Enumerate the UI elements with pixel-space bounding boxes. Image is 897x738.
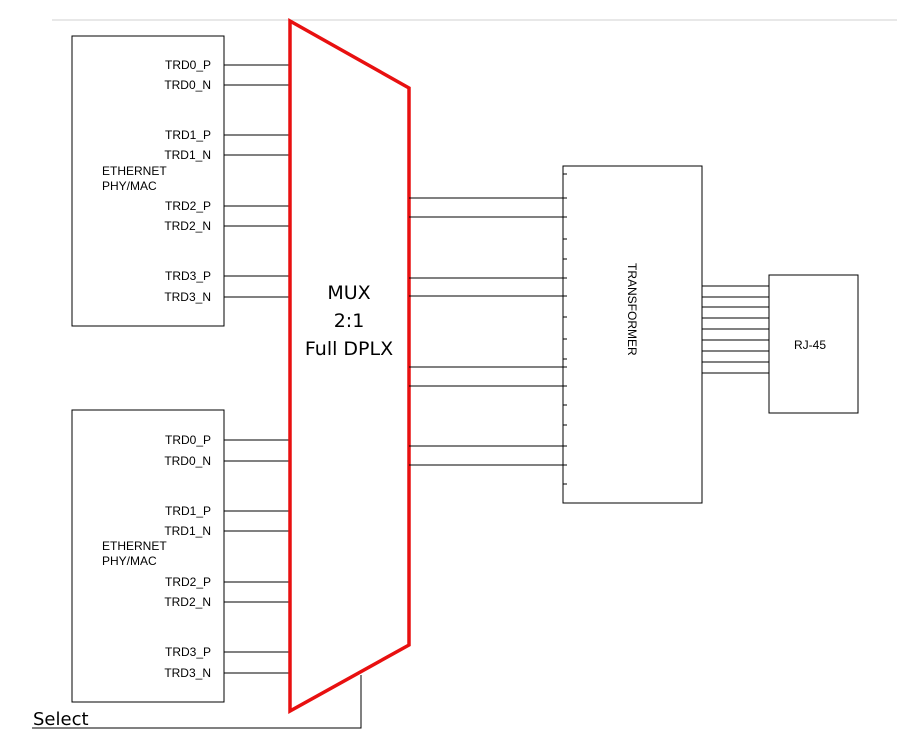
pin-label-trd1-n: TRD1_N <box>164 524 211 538</box>
pin-label-trd3-n: TRD3_N <box>164 666 211 680</box>
transformer-label: TRANSFORMER <box>625 263 639 356</box>
pin-label-trd3-p: TRD3_P <box>165 269 211 283</box>
pin-label-trd0-n: TRD0_N <box>164 454 211 468</box>
phy-mac-box-bottom <box>71 409 225 703</box>
phy-mac-label-top-line1: ETHERNET <box>102 164 167 178</box>
phy-mac-box-top <box>71 35 225 327</box>
pin-label-trd2-n: TRD2_N <box>164 595 211 609</box>
mux-block: MUX 2:1 Full DPLX <box>288 18 411 714</box>
pin-label-trd2-n: TRD2_N <box>164 219 211 233</box>
rj45-box <box>768 274 859 414</box>
rj45-label: RJ-45 <box>794 338 826 352</box>
pin-label-trd1-n: TRD1_N <box>164 148 211 162</box>
phy-mac-label-top-line2: PHY/MAC <box>102 179 157 193</box>
transformer-box <box>562 165 703 504</box>
select-label: Select <box>33 709 89 730</box>
mux-label-line2: 2:1 <box>334 310 365 332</box>
phy-mac-block-bottom: ETHERNET PHY/MAC TRD0_P TRD0_N TRD1_P TRD1_… <box>71 409 290 703</box>
pin-label-trd1-p: TRD1_P <box>165 504 211 518</box>
pin-label-trd2-p: TRD2_P <box>165 575 211 589</box>
pin-label-trd2-p: TRD2_P <box>165 199 211 213</box>
pin-label-trd0-n: TRD0_N <box>164 78 211 92</box>
mux-label-line1: MUX <box>327 282 370 304</box>
select-wire <box>32 675 362 729</box>
transformer-to-rj45-lines <box>702 285 769 374</box>
pin-label-trd0-p: TRD0_P <box>165 433 211 447</box>
transformer-block: TRANSFORMER <box>562 165 703 504</box>
pin-group-bottom: TRD0_P TRD0_N TRD1_P TRD1_N TRD2_P TRD2_N TRD3… <box>164 433 290 680</box>
phy-mac-block-top: ETHERNET PHY/MAC TRD0_P TRD0_N TRD1_P TRD1_… <box>71 35 290 327</box>
pin-group-top: TRD0_P TRD0_N TRD1_P TRD1_N TRD2_P TRD2_N TRD3… <box>164 58 290 304</box>
pin-label-trd3-p: TRD3_P <box>165 645 211 659</box>
select-signal: Select <box>32 675 362 730</box>
mux-trapezoid <box>288 18 411 714</box>
rj45-block: RJ-45 <box>768 274 859 414</box>
pin-label-trd0-p: TRD0_P <box>165 58 211 72</box>
pin-label-trd3-n: TRD3_N <box>164 290 211 304</box>
mux-label-line3: Full DPLX <box>305 338 393 360</box>
transformer-tick-marks <box>563 173 567 485</box>
mux-to-transformer-lines <box>409 197 563 466</box>
pin-label-trd1-p: TRD1_P <box>165 128 211 142</box>
phy-mac-label-bottom-line2: PHY/MAC <box>102 554 157 568</box>
phy-mac-label-bottom-line1: ETHERNET <box>102 539 167 553</box>
